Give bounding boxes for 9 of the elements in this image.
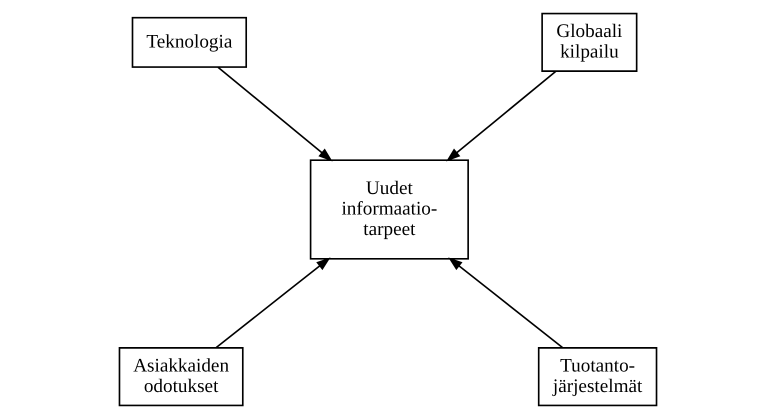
arrow — [446, 70, 556, 162]
node-box: Tuotanto- järjestelmät — [538, 347, 658, 406]
arrow — [216, 257, 331, 348]
arrow — [217, 66, 333, 162]
node-box: Asiakkaiden odotukset — [118, 347, 244, 406]
node-box: Globaali kilpailu — [541, 12, 638, 72]
node-box: Teknologia — [132, 16, 248, 68]
arrow — [448, 257, 563, 348]
node-box: Uudet informaatio- tarpeet — [310, 159, 469, 260]
